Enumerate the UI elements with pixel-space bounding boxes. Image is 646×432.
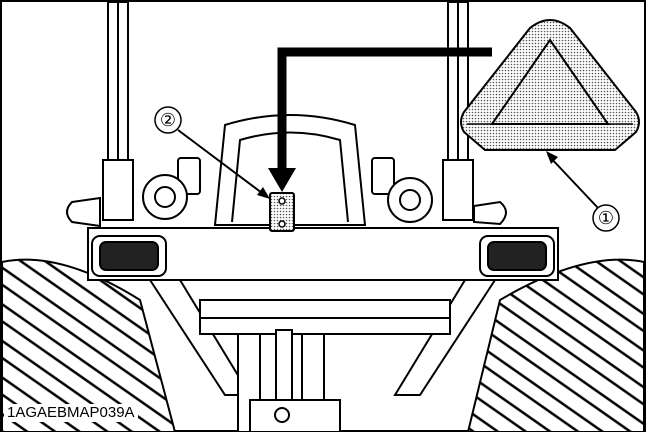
- three-point-linkage: [237, 329, 341, 432]
- right-fixture: [371, 157, 507, 226]
- emblem-bracket: [269, 192, 295, 232]
- rops-left-post: [102, 1, 134, 221]
- figure-code: 1AGAEBMAP039A: [4, 404, 138, 422]
- left-fixture: [66, 157, 201, 228]
- callout-2-number: ②: [159, 110, 177, 130]
- callout-2: [154, 106, 182, 134]
- right-rear-tyre: [466, 258, 645, 432]
- callout-2-leader: [177, 129, 270, 199]
- mounting-arrow-icon: [268, 47, 492, 192]
- rear-bumper-bar: [87, 227, 559, 281]
- left-rear-tyre: [0, 258, 177, 432]
- lower-frame: [148, 279, 497, 396]
- callout-1: [592, 204, 620, 232]
- callout-1-leader: [546, 151, 599, 209]
- callout-1-number: ①: [597, 208, 615, 228]
- slow-moving-vehicle-triangle-icon: [460, 19, 640, 151]
